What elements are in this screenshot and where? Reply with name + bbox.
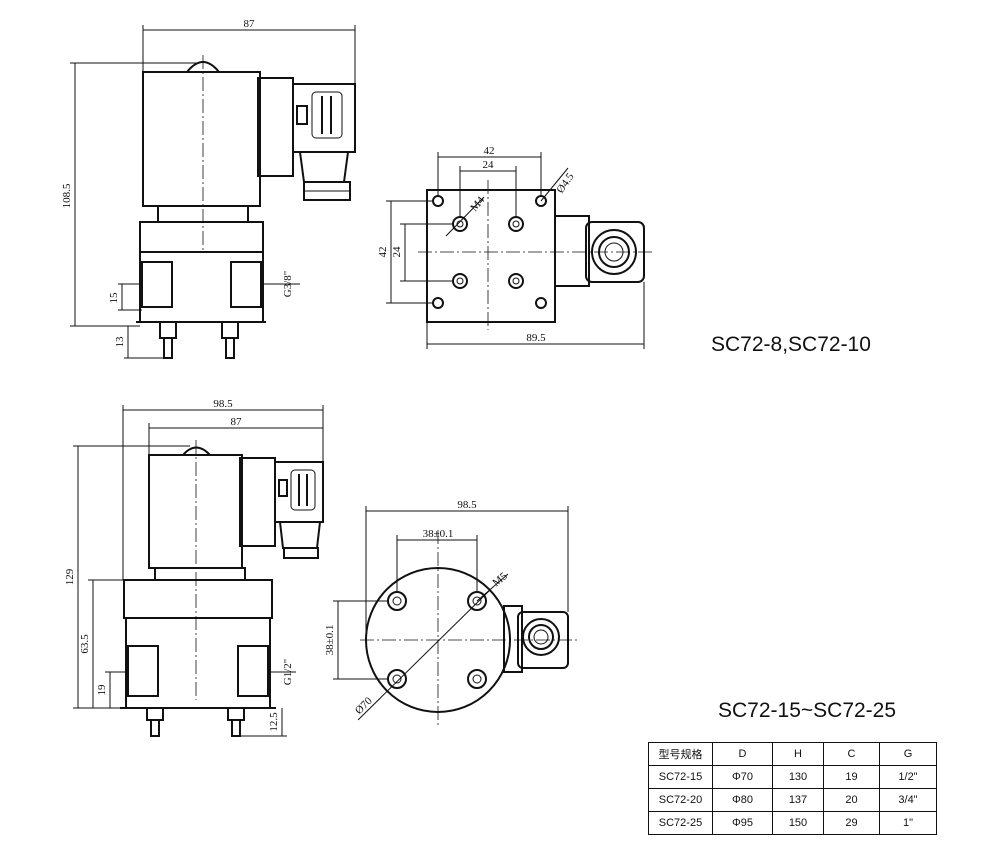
dim-bottom-body: 63.5 xyxy=(79,634,91,654)
cell-g: 1/2" xyxy=(879,765,937,789)
dim-plan-inner: 24 xyxy=(483,159,495,171)
cell-c: 20 xyxy=(823,788,880,812)
valve-bonnet xyxy=(123,579,273,619)
dim-top-port-offset: 15 xyxy=(108,292,120,304)
dim-top-height: 108.5 xyxy=(61,183,73,208)
cell-c: 29 xyxy=(823,811,880,835)
dim-top-width: 87 xyxy=(244,18,256,30)
dim-plan-hole: Ø4.5 xyxy=(554,171,577,196)
top-plan-view: 42 24 Ø4.5 M4 42 24 89.5 xyxy=(377,145,655,349)
dim-top-thread: G3/8" xyxy=(282,271,294,298)
dim-bottom-width2: 87 xyxy=(231,416,243,428)
cable-gland xyxy=(298,151,350,183)
header-g: G xyxy=(879,742,937,766)
cell-d: Φ80 xyxy=(712,788,773,812)
dim-bottom-width: 98.5 xyxy=(213,398,233,410)
cell-d: Φ70 xyxy=(712,765,773,789)
header-model: 型号规格 xyxy=(648,742,713,766)
cell-h: 137 xyxy=(772,788,824,812)
table-row: SC72-25 Φ95 150 29 1" xyxy=(648,811,937,835)
connector-housing xyxy=(257,77,294,177)
dim-bottom-height: 129 xyxy=(64,568,76,585)
dim-round-pitch-v: 38±0.1 xyxy=(324,625,336,656)
valve-body-large xyxy=(125,617,271,709)
dim-bottom-thread: G1/2" xyxy=(282,659,294,686)
model-label-bottom: SC72-15~SC72-25 xyxy=(718,699,897,722)
cell-model: SC72-25 xyxy=(648,811,713,835)
cell-g: 1" xyxy=(879,811,937,835)
cell-c: 19 xyxy=(823,765,880,789)
header-h: H xyxy=(772,742,824,766)
table-row: SC72-20 Φ80 137 20 3/4" xyxy=(648,788,937,812)
dim-round-pitch-h: 38±0.1 xyxy=(423,528,454,540)
bottom-plan-view: 98.5 38±0.1 38±0.1 M5 Ø70 xyxy=(324,499,580,725)
cell-model: SC72-20 xyxy=(648,788,713,812)
cell-h: 130 xyxy=(772,765,824,789)
model-label-top: SC72-8,SC72-10 xyxy=(711,333,871,356)
cell-g: 3/4" xyxy=(879,788,937,812)
dim-bottom-port-offset: 19 xyxy=(96,684,108,696)
dim-bottom-bottom: 12.5 xyxy=(268,712,280,732)
dim-plan-v-inner: 24 xyxy=(391,246,403,258)
dim-plan-outer: 42 xyxy=(484,145,495,157)
header-c: C xyxy=(823,742,880,766)
connector-plug xyxy=(292,83,356,153)
dim-round-width: 98.5 xyxy=(457,499,477,511)
table-row: SC72-15 Φ70 130 19 1/2" xyxy=(648,765,937,789)
top-side-view: 87 108.5 15 13 G3/8" xyxy=(61,18,356,359)
dim-round-diameter: Ø70 xyxy=(353,695,375,717)
dim-plan-width: 89.5 xyxy=(526,332,546,344)
coil-body-large xyxy=(148,454,243,569)
spec-table-header: 型号规格 D H C G xyxy=(648,742,937,766)
bottom-side-view: 98.5 87 129 63.5 19 G1/2" 12.5 xyxy=(64,398,324,737)
cell-model: SC72-15 xyxy=(648,765,713,789)
cell-h: 150 xyxy=(772,811,824,835)
spec-table: 型号规格 D H C G SC72-15 Φ70 130 19 1/2" SC7… xyxy=(648,742,937,835)
header-d: D xyxy=(712,742,773,766)
dim-plan-v-outer: 42 xyxy=(377,247,389,258)
dim-top-bottom: 13 xyxy=(114,336,126,348)
cell-d: Φ95 xyxy=(712,811,773,835)
coil-body xyxy=(142,71,261,207)
